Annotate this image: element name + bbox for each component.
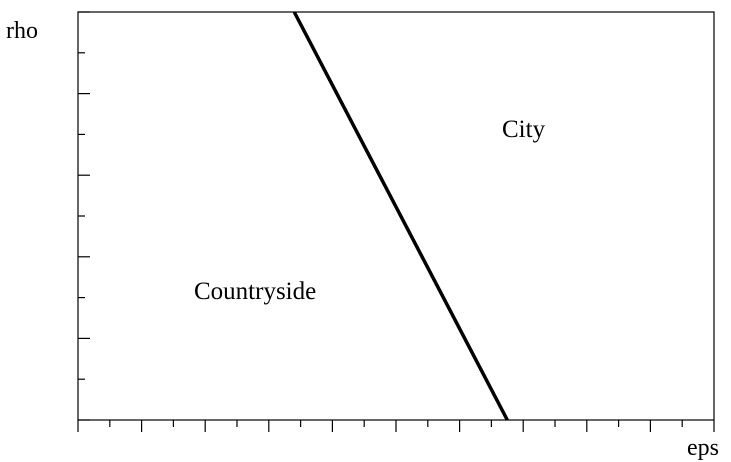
region-label-countryside: Countryside	[194, 278, 316, 305]
y-axis-label: rho	[6, 18, 38, 44]
plot-frame	[77, 11, 715, 421]
y-axis-ticks	[78, 11, 90, 421]
boundary-line	[292, 11, 509, 421]
x-axis-label: eps	[687, 435, 719, 461]
x-axis-ticks	[77, 420, 715, 432]
region-label-city: City	[502, 116, 546, 143]
